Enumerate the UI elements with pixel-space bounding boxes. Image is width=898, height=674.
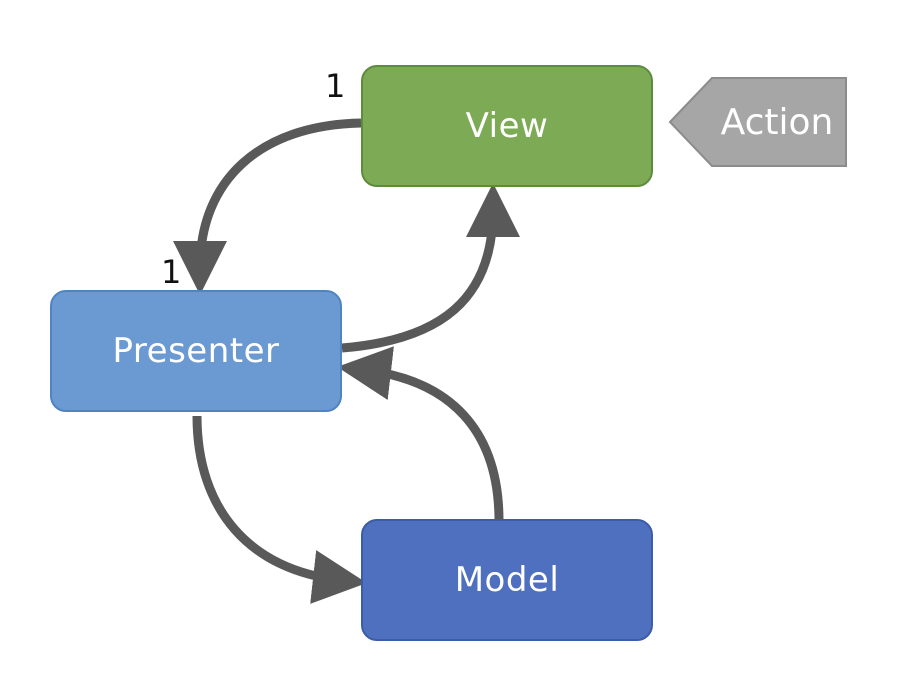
view-label: View — [465, 106, 549, 146]
action-shape — [668, 77, 847, 167]
arrow-presenter-to-model — [192, 415, 367, 604]
arrow-model-to-presenter — [337, 346, 504, 522]
action-label: Action — [700, 78, 846, 166]
arrow-presenter-to-view — [341, 183, 520, 353]
model-label: Model — [454, 560, 560, 600]
action-text: Action — [720, 101, 834, 143]
presenter-node: Presenter — [50, 290, 342, 412]
view-node: View — [361, 65, 653, 187]
model-node: Model — [361, 519, 653, 641]
multiplicity-view: 1 — [325, 67, 346, 105]
presenter-label: Presenter — [112, 331, 280, 371]
multiplicity-presenter: 1 — [161, 253, 182, 291]
arrow-view-to-presenter — [173, 118, 362, 295]
